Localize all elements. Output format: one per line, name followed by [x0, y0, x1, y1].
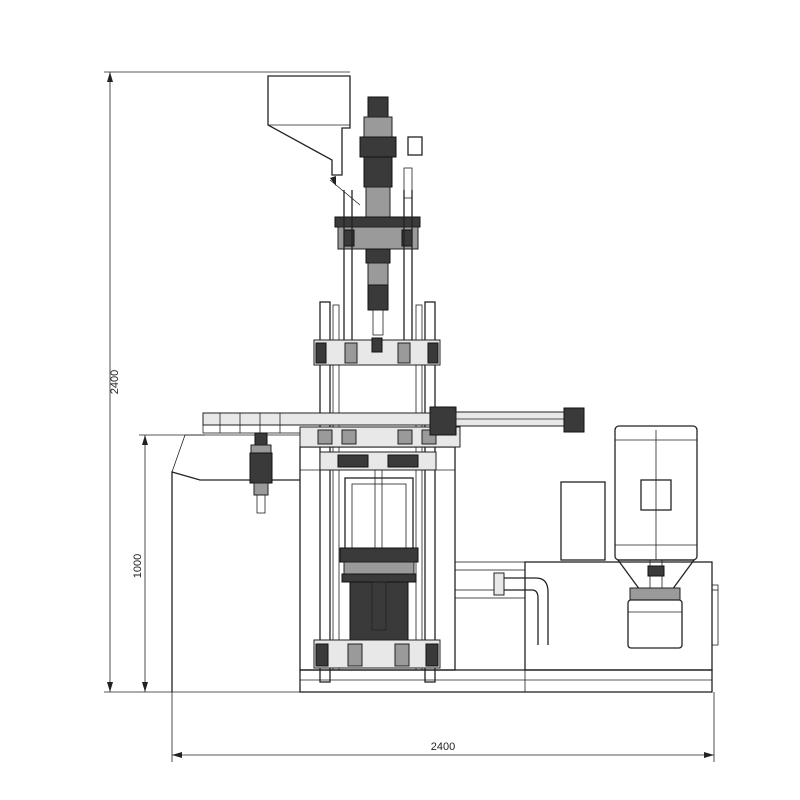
left-support-outline — [171, 434, 300, 692]
overall-height-label: 2400 — [109, 370, 121, 394]
left-ejector — [249, 432, 273, 514]
hydraulic-pipe — [493, 572, 549, 645]
tie-bars — [319, 301, 436, 683]
base-frame — [299, 669, 713, 693]
hydraulic-pump — [627, 599, 683, 649]
motor — [614, 425, 698, 561]
dimension-table-height: 1000 — [132, 434, 205, 692]
hydraulic-cabinet — [454, 561, 719, 671]
table-cylinder — [429, 406, 585, 436]
table-height-label: 1000 — [132, 554, 144, 578]
dimension-overall-width: 2400 — [171, 692, 715, 762]
lower-platen — [313, 639, 441, 669]
overall-width-label: 2400 — [431, 741, 455, 753]
upper-platen — [313, 337, 441, 366]
dimension-overall-height: 2400 — [104, 71, 350, 693]
control-box — [560, 481, 606, 561]
hopper — [267, 75, 361, 206]
lower-clamp-assembly — [319, 451, 437, 643]
pump-coupling — [616, 559, 696, 601]
injection-unit — [334, 96, 423, 340]
